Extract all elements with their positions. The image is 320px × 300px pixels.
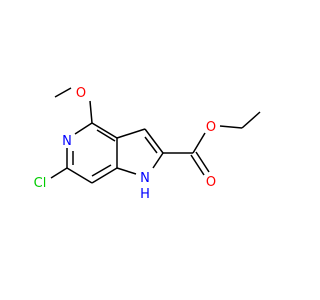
bond-ccarbonyl-o-double-a: [190, 154, 205, 176]
bond-c3-c2-outer: [144, 128, 164, 154]
bond-n5-c4: [74, 122, 93, 135]
bond-methyl-o: [54, 87, 72, 98]
bond-ccarbonyl-o-double-b: [195, 151, 210, 173]
atom-label-n-pyrrole: N: [140, 171, 150, 186]
bond-c7a-c7-inner: [91, 164, 112, 177]
atom-label-o-methoxy: O: [76, 86, 86, 101]
atom-label-n-pyridine: N: [62, 134, 72, 149]
bond-c4-c3a-outer: [91, 122, 118, 139]
bond-ch2-ch3: [241, 111, 261, 129]
molecule-canvas: O N Cl N H O O: [34, 86, 261, 202]
atom-label-o-ester-single: O: [206, 120, 216, 135]
bond-c7-c6: [66, 167, 93, 184]
bond-c2-n1: [152, 152, 164, 169]
atom-label-o-carbonyl: O: [206, 175, 216, 190]
bond-c4-c3a-inner: [96, 129, 116, 142]
structure-drawing: O N Cl N H O O: [34, 86, 261, 202]
bond-o-ch2: [219, 125, 243, 129]
bond-n1-c7a: [116, 167, 137, 175]
bond-o-c4: [89, 100, 93, 124]
bond-c3a-c3: [116, 128, 146, 139]
bond-c6-cl: [50, 167, 68, 179]
bond-c3-c2-inner: [144, 136, 158, 154]
bond-c7a-c7-outer: [91, 167, 118, 184]
atom-label-cl: Cl: [34, 176, 47, 191]
bond-ccarbonyl-o-single: [192, 132, 206, 154]
atom-label-h-pyrrole: H: [140, 187, 150, 202]
